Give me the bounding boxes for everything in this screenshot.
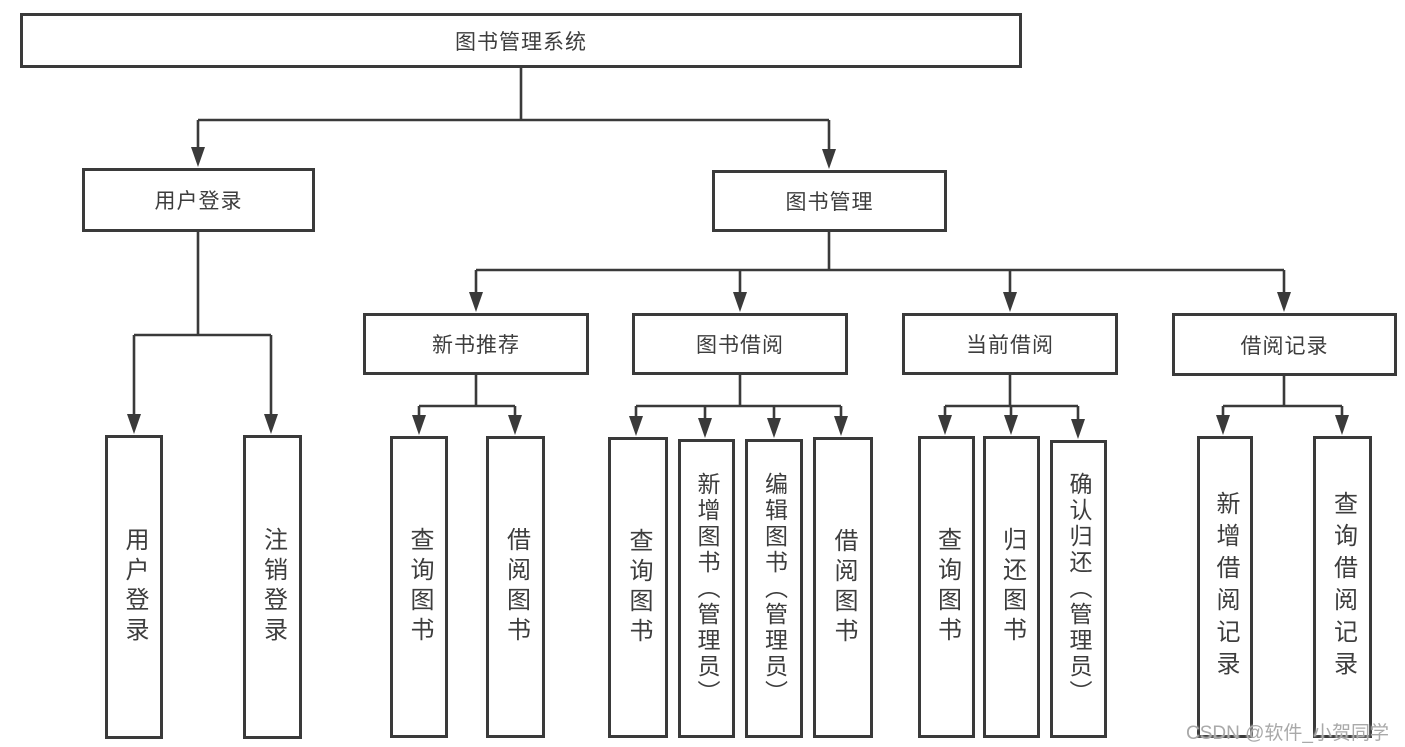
leaf-query-books-2: 查询图书	[608, 437, 668, 738]
node-root-label: 图书管理系统	[455, 30, 587, 54]
leaf-query-borrow-record: 查询借阅记录	[1313, 436, 1372, 738]
leaf-logout: 注销登录	[243, 435, 302, 739]
leaf-confirm-return-admin: 确认归还（管理员）	[1050, 440, 1107, 738]
leaf-return-books: 归还图书	[983, 436, 1040, 738]
csdn-watermark: CSDN @软件_小贺同学	[1186, 723, 1389, 744]
node-user-login: 用户登录	[82, 168, 315, 232]
node-book-management-label: 图书管理	[785, 191, 874, 214]
leaf-query-books-1: 查询图书	[390, 436, 448, 738]
leaf-query-borrow-record-label: 查询借阅记录	[1329, 491, 1357, 683]
leaf-add-books-admin: 新增图书（管理员）	[678, 439, 735, 738]
node-new-book-recommend: 新书推荐	[363, 313, 589, 375]
leaf-user-login-label: 用户登录	[121, 527, 148, 647]
leaf-add-borrow-record: 新增借阅记录	[1197, 436, 1253, 738]
leaf-edit-books-admin: 编辑图书（管理员）	[745, 439, 803, 738]
leaf-confirm-return-admin-label: 确认归还（管理员）	[1066, 472, 1092, 706]
leaf-borrow-books-1: 借阅图书	[486, 436, 545, 738]
arrowheads	[127, 147, 1349, 439]
leaf-user-login: 用户登录	[105, 435, 163, 739]
leaf-query-books-1-label: 查询图书	[406, 527, 433, 647]
leaf-edit-books-admin-label: 编辑图书（管理员）	[761, 471, 788, 706]
leaf-logout-label: 注销登录	[259, 527, 287, 647]
leaf-query-books-2-label: 查询图书	[625, 527, 652, 648]
leaf-borrow-books-2-label: 借阅图书	[830, 527, 857, 648]
node-root: 图书管理系统	[20, 13, 1022, 68]
leaf-borrow-books-1-label: 借阅图书	[502, 527, 530, 647]
node-borrow-record-label: 借阅记录	[1240, 334, 1329, 358]
node-book-borrow: 图书借阅	[632, 313, 848, 375]
leaf-add-books-admin-label: 新增图书（管理员）	[694, 471, 720, 706]
leaf-add-borrow-record-label: 新增借阅记录	[1212, 491, 1239, 683]
node-user-login-label: 用户登录	[154, 190, 243, 213]
leaf-return-books-label: 归还图书	[998, 527, 1026, 647]
node-book-borrow-label: 图书借阅	[696, 334, 784, 357]
leaf-borrow-books-2: 借阅图书	[813, 437, 873, 738]
node-current-borrow-label: 当前借阅	[966, 334, 1054, 357]
node-book-management: 图书管理	[712, 170, 947, 232]
node-borrow-record: 借阅记录	[1172, 313, 1397, 376]
leaf-query-books-3: 查询图书	[918, 436, 975, 738]
node-new-book-recommend-label: 新书推荐	[432, 334, 520, 357]
leaf-query-books-3-label: 查询图书	[933, 527, 961, 647]
node-current-borrow: 当前借阅	[902, 313, 1118, 375]
